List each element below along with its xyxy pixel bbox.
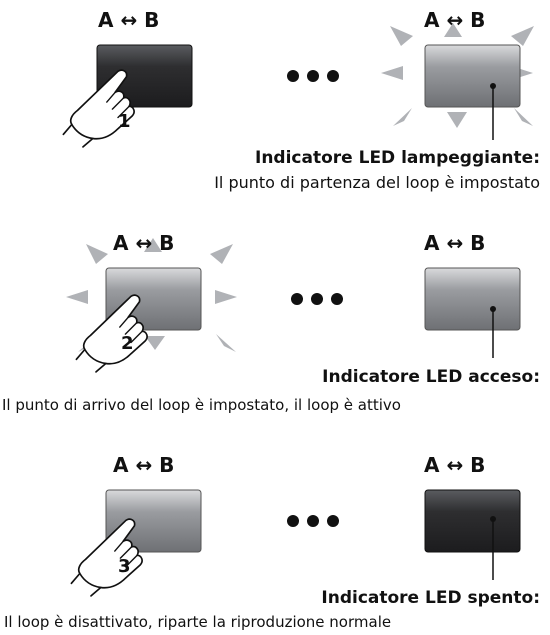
step-number: 2: [121, 333, 134, 354]
ellipsis-dots: [287, 70, 339, 82]
button-label: A ↔ B: [113, 453, 175, 477]
step-1-row: [62, 23, 534, 148]
status-description: Il punto di arrivo del loop è impostato,…: [2, 396, 401, 414]
step-2-row: [66, 238, 521, 373]
step-number: 3: [118, 556, 131, 577]
ab-button-led-on-result[interactable]: [424, 267, 521, 331]
flash-rays-icon: [66, 238, 237, 352]
button-label: A ↔ B: [424, 8, 486, 32]
button-label: A ↔ B: [424, 453, 486, 477]
ab-button-led-off[interactable]: [424, 489, 521, 553]
step-number: 1: [118, 111, 131, 132]
ab-button-pressed[interactable]: [105, 489, 202, 553]
status-title: Indicatore LED acceso:: [322, 367, 540, 387]
status-description: Il loop è disattivato, riparte la riprod…: [4, 613, 392, 631]
button-label: A ↔ B: [98, 8, 160, 32]
status-title: Indicatore LED spento:: [321, 588, 540, 608]
ellipsis-dots: [291, 293, 343, 305]
ellipsis-dots: [287, 515, 339, 527]
ab-button-led-flashing[interactable]: [424, 44, 521, 108]
button-label: A ↔ B: [424, 231, 486, 255]
status-title: Indicatore LED lampeggiante:: [255, 148, 540, 168]
status-description: Il punto di partenza del loop è impostat…: [214, 173, 540, 192]
step-3-row: [70, 489, 521, 597]
button-label: A ↔ B: [113, 231, 175, 255]
